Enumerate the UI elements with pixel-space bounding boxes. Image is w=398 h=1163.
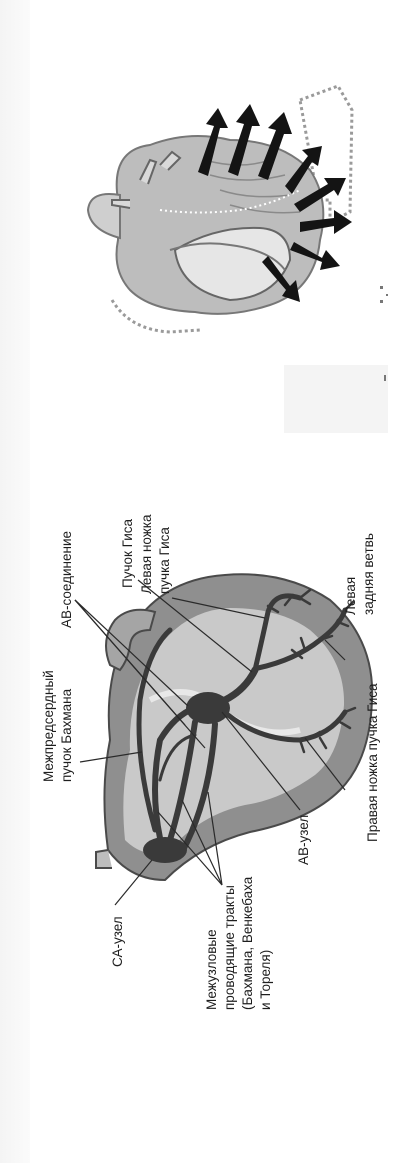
small-mark-3 [386, 294, 388, 296]
heart-excitation-figure [88, 86, 388, 381]
label-bachmann-2: пучок Бахмана [59, 688, 74, 782]
conduction-system-figure: СА-узел Межпредсердный пучок Бахмана АВ-… [41, 514, 380, 1010]
label-right-bundle: Правая ножка пучка Гиса [365, 683, 380, 842]
small-mark-1 [380, 286, 383, 289]
label-left-bundle-2: пучка Гиса [157, 527, 172, 594]
label-av-junction: АВ-соединение [59, 531, 74, 628]
label-left-bundle-1: Левая ножка [139, 514, 154, 594]
label-left-posterior-1: Левая [343, 577, 358, 615]
small-mark-4 [384, 375, 386, 381]
label-bachmann-1: Межпредсердный [41, 670, 56, 782]
label-his-bundle: Пучок Гиса [120, 519, 135, 588]
label-internodal-2: проводящие тракты [222, 885, 237, 1010]
label-sa-node: СА-узел [110, 916, 125, 967]
label-internodal-4: и Тореля) [258, 950, 273, 1010]
label-internodal-1: Межузловые [204, 929, 219, 1010]
label-av-node: АВ-узел [296, 815, 311, 865]
small-mark-2 [380, 300, 383, 303]
label-left-posterior-2: задняя ветвь [361, 533, 376, 615]
label-internodal-3: (Бахмана, Венкебаха [240, 876, 255, 1010]
